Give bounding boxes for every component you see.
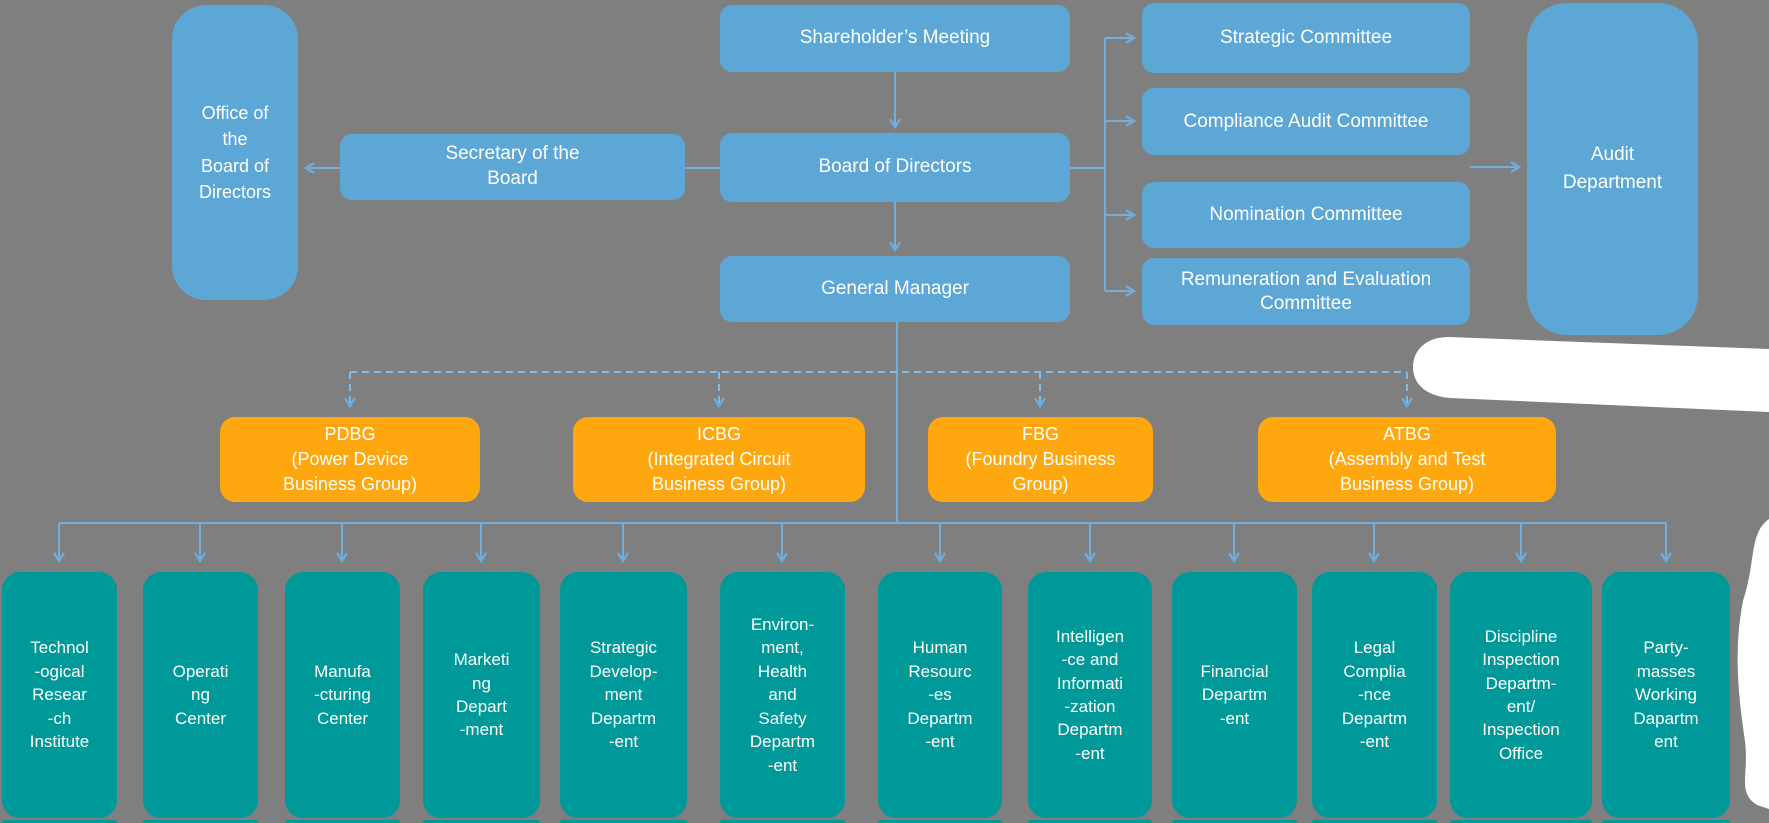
cutoff-box-sliver	[720, 820, 845, 823]
general-manager-box: General Manager	[720, 256, 1070, 322]
cutoff-box-sliver	[2, 820, 117, 823]
dept-discipline-inspection-box: Discipline Inspection Departm- ent/ Insp…	[1450, 572, 1592, 818]
dept-strategic-development-box: Strategic Develop- ment Departm -ent	[560, 572, 687, 818]
dept-manufacturing-center-box: Manufa -cturing Center	[285, 572, 400, 818]
dept-environment-health-safety-box: Environ- ment, Health and Safety Departm…	[720, 572, 845, 818]
cutoff-box-sliver	[285, 820, 400, 823]
dept-financial-box: Financial Departm -ent	[1172, 572, 1297, 818]
business-group-pdbg-box: PDBG (Power Device Business Group)	[220, 417, 480, 502]
dept-operating-center-box: Operati ng Center	[143, 572, 258, 818]
cutoff-box-sliver	[1028, 820, 1152, 823]
cutoff-box-sliver	[1312, 820, 1437, 823]
business-group-atbg-box: ATBG (Assembly and Test Business Group)	[1258, 417, 1556, 502]
dept-technological-research-institute-box: Technol -ogical Resear -ch Institute	[2, 572, 117, 818]
shareholders-meeting-box: Shareholder’s Meeting	[720, 5, 1070, 72]
cutoff-box-sliver	[423, 820, 540, 823]
office-of-the-board-box: Office of the Board of Directors	[172, 5, 298, 300]
remuneration-evaluation-committee-box: Remuneration and Evaluation Committee	[1142, 258, 1470, 325]
strategic-committee-box: Strategic Committee	[1142, 3, 1470, 73]
cutoff-box-sliver	[1450, 820, 1592, 823]
cutoff-box-sliver	[560, 820, 687, 823]
compliance-audit-committee-box: Compliance Audit Committee	[1142, 88, 1470, 155]
dept-party-masses-working-box: Party- masses Working Dapartm ent	[1602, 572, 1730, 818]
nomination-committee-box: Nomination Committee	[1142, 182, 1470, 248]
cutoff-box-sliver	[1172, 820, 1297, 823]
cutoff-box-sliver	[143, 820, 258, 823]
secretary-of-the-board-box: Secretary of the Board	[340, 134, 685, 200]
cutoff-box-sliver	[1602, 820, 1730, 823]
cutoff-box-sliver	[878, 820, 1002, 823]
dept-human-resources-box: Human Resourc -es Departm -ent	[878, 572, 1002, 818]
board-of-directors-box: Board of Directors	[720, 133, 1070, 202]
dept-marketing-department-box: Marketi ng Depart -ment	[423, 572, 540, 818]
dept-intelligence-informatization-box: Intelligen -ce and Informati -zation Dep…	[1028, 572, 1152, 818]
dept-legal-compliance-box: Legal Complia -nce Departm -ent	[1312, 572, 1437, 818]
business-group-icbg-box: ICBG (Integrated Circuit Business Group)	[573, 417, 865, 502]
audit-department-box: Audit Department	[1527, 3, 1698, 335]
business-group-fbg-box: FBG (Foundry Business Group)	[928, 417, 1153, 502]
